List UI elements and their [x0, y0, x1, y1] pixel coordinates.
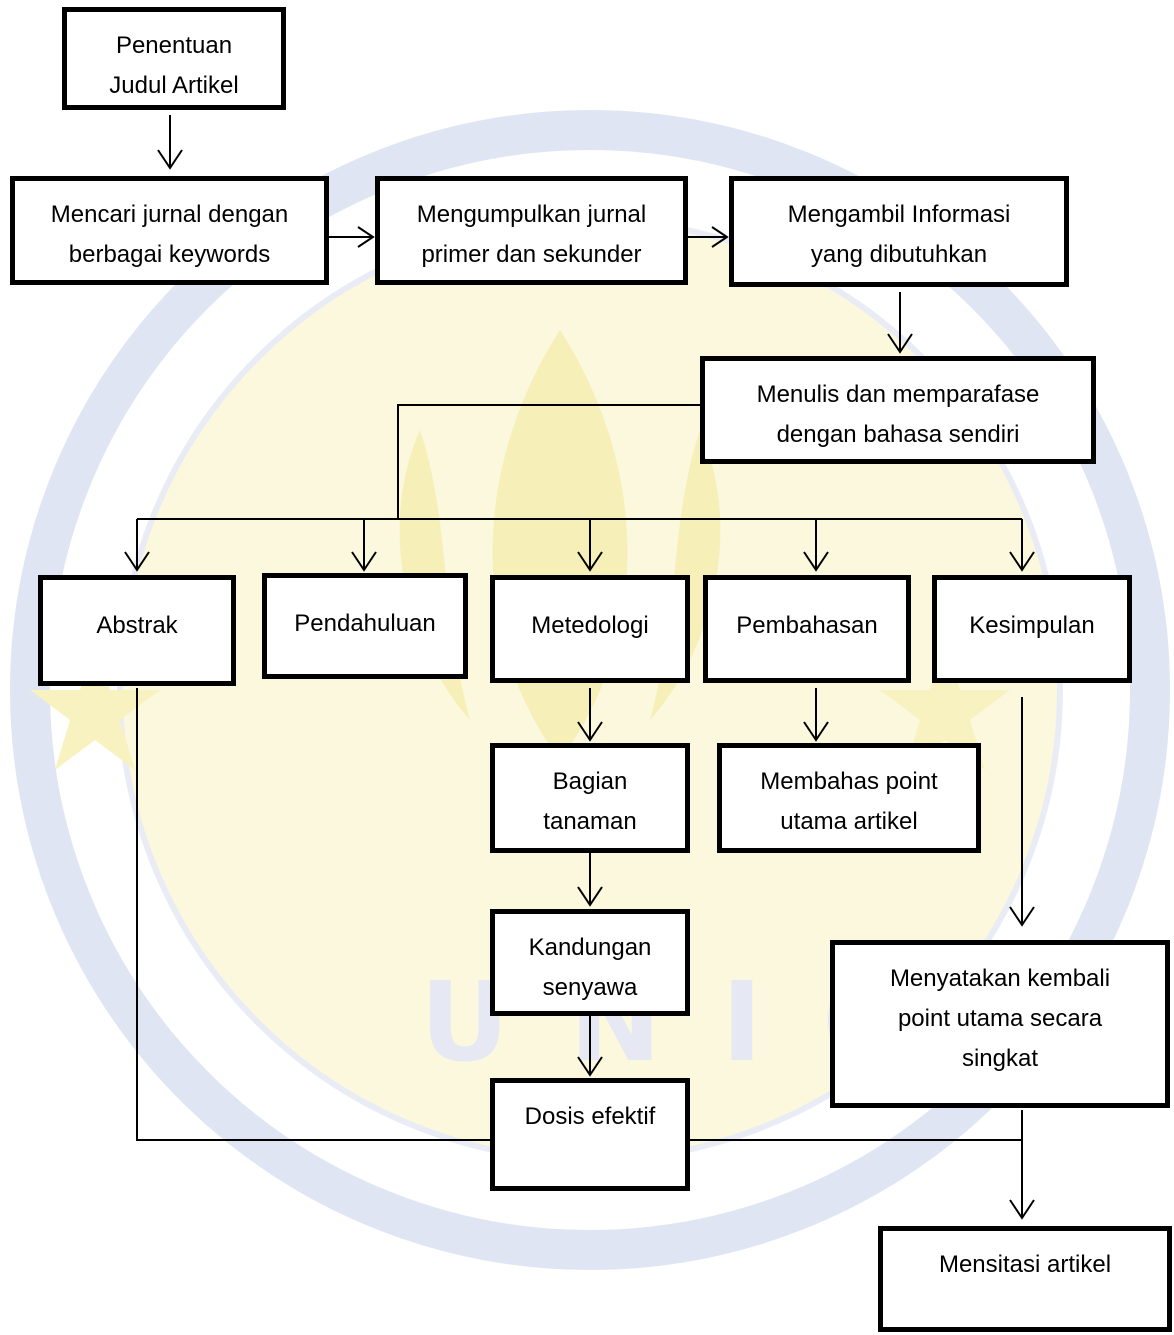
connector-line [136, 688, 490, 1141]
connector-line [397, 404, 700, 519]
node-label: Dosis efektif [524, 1103, 656, 1130]
arrowhead [1009, 906, 1035, 927]
arrowhead [803, 721, 829, 742]
arrowhead [577, 551, 603, 572]
node-membahas-point: Membahas point utama artikel [717, 743, 981, 853]
node-mengumpulkan-jurnal: Mengumpulkan jurnal primer dan sekunder [375, 176, 688, 285]
arrowhead [577, 886, 603, 907]
arrowhead [1009, 1199, 1035, 1220]
node-mensitasi-artikel: Mensitasi artikel [878, 1226, 1172, 1332]
arrowhead [1009, 551, 1035, 572]
watermark-star-left [30, 640, 160, 770]
node-label: Metedologi [531, 612, 649, 639]
arrowhead [887, 333, 913, 354]
node-abstrak: Abstrak [38, 575, 236, 686]
arrowhead [711, 226, 729, 248]
node-bagian-tanaman: Bagian tanaman [490, 743, 690, 853]
node-label: Mensitasi artikel [938, 1251, 1112, 1278]
node-label: Menyatakan kembali point utama secara si… [889, 965, 1111, 1072]
node-label: Kesimpulan [969, 612, 1095, 639]
node-label: Mengambil Informasi yang dibutuhkan [787, 201, 1011, 268]
node-label: Mengumpulkan jurnal primer dan sekunder [416, 201, 647, 268]
node-label: Penentuan Judul Artikel [109, 32, 239, 99]
node-kandungan-senyawa: Kandungan senyawa [490, 909, 690, 1016]
node-kesimpulan: Kesimpulan [932, 575, 1132, 683]
watermark-star-right [880, 640, 1010, 770]
node-mencari-jurnal: Mencari jurnal dengan berbagai keywords [10, 176, 329, 285]
node-label: Abstrak [96, 612, 178, 639]
arrowhead [351, 551, 377, 572]
arrowhead [357, 226, 375, 248]
node-dosis-efektif: Dosis efektif [490, 1078, 690, 1191]
node-menyatakan-kembali: Menyatakan kembali point utama secara si… [830, 940, 1170, 1108]
node-mengambil-informasi: Mengambil Informasi yang dibutuhkan [729, 176, 1069, 287]
arrowhead [803, 551, 829, 572]
node-label: Pendahuluan [294, 610, 436, 637]
node-menulis-memparafase: Menulis dan memparafase dengan bahasa se… [700, 356, 1096, 464]
arrowhead [577, 1056, 603, 1077]
node-penentuan-judul: Penentuan Judul Artikel [62, 7, 286, 110]
node-label: Membahas point utama artikel [760, 768, 938, 835]
node-label: Menulis dan memparafase dengan bahasa se… [756, 381, 1040, 448]
node-pembahasan: Pembahasan [703, 575, 911, 683]
node-label: Bagian tanaman [543, 768, 637, 835]
node-label: Mencari jurnal dengan berbagai keywords [50, 201, 289, 268]
arrowhead [157, 149, 183, 170]
node-label: Pembahasan [736, 612, 878, 639]
node-pendahuluan: Pendahuluan [262, 573, 468, 679]
arrowhead [124, 551, 150, 572]
arrowhead [577, 721, 603, 742]
node-label: Kandungan senyawa [528, 934, 652, 1001]
node-metedologi: Metedologi [490, 575, 690, 683]
